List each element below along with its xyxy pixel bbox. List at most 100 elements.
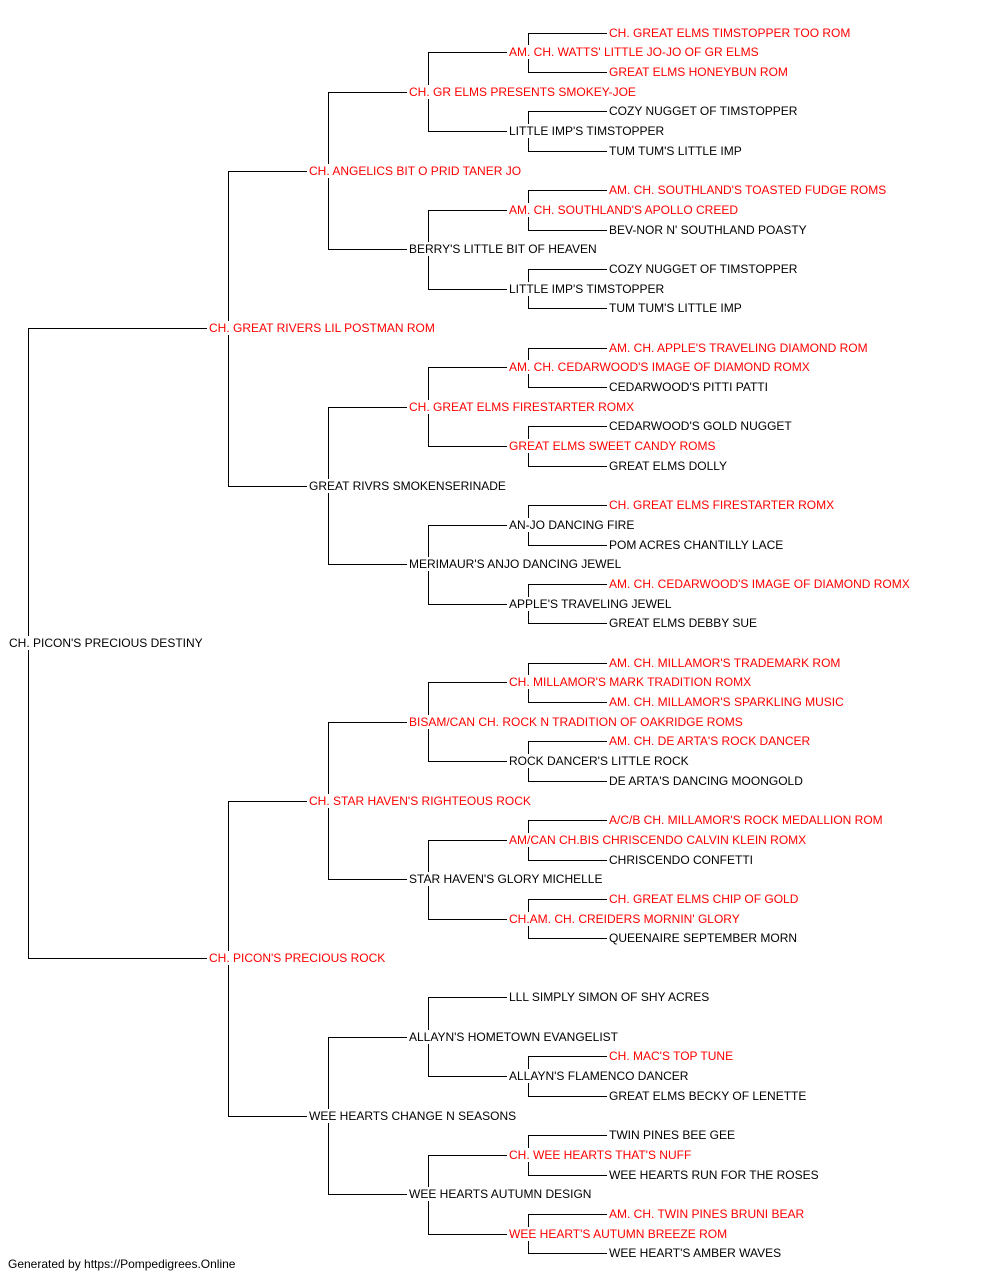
gg-grandparent-name: AM/CAN CH.BIS CHRISCENDO CALVIN KLEIN RO… xyxy=(508,832,808,847)
connector-line xyxy=(528,1253,607,1255)
ggg-grandparent-name: AM. CH. TWIN PINES BRUNI BEAR xyxy=(608,1206,806,1221)
ggg-grandparent-name: GREAT ELMS HONEYBUN ROM xyxy=(608,65,789,80)
connector-line xyxy=(528,898,607,900)
great-grandparent-name: CH. GR ELMS PRESENTS SMOKEY-JOE xyxy=(408,84,637,99)
great-grandparent-name: BISAM/CAN CH. ROCK N TRADITION OF OAKRID… xyxy=(408,714,744,729)
ggg-grandparent-name: AM. CH. DE ARTA'S ROCK DANCER xyxy=(608,734,812,749)
ggg-grandparent-name: CH. GREAT ELMS CHIP OF GOLD xyxy=(608,891,800,906)
connector-line xyxy=(428,209,507,211)
ggg-grandparent-name: AM. CH. APPLE'S TRAVELING DIAMOND ROM xyxy=(608,340,869,355)
connector-line xyxy=(528,583,607,585)
ggg-grandparent-name: BEV-NOR N' SOUTHLAND POASTY xyxy=(608,222,808,237)
connector-line xyxy=(528,702,607,704)
ggg-grandparent-name: COZY NUGGET OF TIMSTOPPER xyxy=(608,104,799,119)
connector-line xyxy=(528,623,607,625)
connector-line xyxy=(528,544,607,546)
gg-grandparent-name: APPLE'S TRAVELING JEWEL xyxy=(508,596,673,611)
connector-line xyxy=(528,111,607,113)
ggg-grandparent-name: AM. CH. MILLAMOR'S SPARKLING MUSIC xyxy=(608,695,845,710)
gg-grandparent-name: LLL SIMPLY SIMON OF SHY ACRES xyxy=(508,990,711,1005)
ggg-grandparent-name: TWIN PINES BEE GEE xyxy=(608,1128,737,1143)
connector-line xyxy=(428,52,507,54)
ggg-grandparent-name: AM. CH. CEDARWOOD'S IMAGE OF DIAMOND ROM… xyxy=(608,576,911,591)
connector-line xyxy=(228,800,307,802)
parent-name: CH. GREAT RIVERS LIL POSTMAN ROM xyxy=(208,321,436,335)
connector-line xyxy=(428,682,507,684)
connector-line xyxy=(428,1154,507,1156)
gg-grandparent-name: LITTLE IMP'S TIMSTOPPER xyxy=(508,124,666,139)
connector-line xyxy=(428,1076,507,1078)
connector-line xyxy=(528,72,607,74)
great-grandparent-name: MERIMAUR'S ANJO DANCING JEWEL xyxy=(408,557,623,572)
connector-line xyxy=(528,505,607,507)
ggg-grandparent-name: A/C/B CH. MILLAMOR'S ROCK MEDALLION ROM xyxy=(608,813,884,828)
ggg-grandparent-name: WEE HEART'S AMBER WAVES xyxy=(608,1246,783,1261)
connector-line xyxy=(528,150,607,152)
gg-grandparent-name: AM. CH. WATTS' LITTLE JO-JO OF GR ELMS xyxy=(508,45,760,60)
ggg-grandparent-name: WEE HEARTS RUN FOR THE ROSES xyxy=(608,1167,820,1182)
connector-line xyxy=(428,603,507,605)
connector-line xyxy=(328,564,407,566)
connector-line xyxy=(528,1135,607,1137)
connector-line xyxy=(528,938,607,940)
connector-line xyxy=(28,328,207,329)
gg-grandparent-name: LITTLE IMP'S TIMSTOPPER xyxy=(508,281,666,296)
great-grandparent-name: STAR HAVEN'S GLORY MICHELLE xyxy=(408,872,604,887)
connector-line xyxy=(528,859,607,861)
ggg-grandparent-name: POM ACRES CHANTILLY LACE xyxy=(608,537,785,552)
connector-line xyxy=(428,131,507,133)
gg-grandparent-name: CH. WEE HEARTS THAT'S NUFF xyxy=(508,1147,693,1162)
connector-line xyxy=(328,721,407,723)
ggg-grandparent-name: QUEENAIRE SEPTEMBER MORN xyxy=(608,931,799,946)
connector-line xyxy=(528,780,607,782)
ggg-grandparent-name: TUM TUM'S LITTLE IMP xyxy=(608,301,743,316)
connector-line xyxy=(328,1036,407,1038)
grandparent-name: GREAT RIVRS SMOKENSERINADE xyxy=(308,478,507,493)
ggg-grandparent-name: CEDARWOOD'S GOLD NUGGET xyxy=(608,419,793,434)
connector-line xyxy=(428,761,507,763)
connector-line xyxy=(228,1115,307,1117)
connector-line xyxy=(428,446,507,448)
connector-line xyxy=(528,387,607,389)
ggg-grandparent-name: AM. CH. SOUTHLAND'S TOASTED FUDGE ROMS xyxy=(608,183,888,198)
great-grandparent-name: BERRY'S LITTLE BIT OF HEAVEN xyxy=(408,242,598,257)
gg-grandparent-name: AN-JO DANCING FIRE xyxy=(508,517,636,532)
ggg-grandparent-name: CH. GREAT ELMS TIMSTOPPER TOO ROM xyxy=(608,25,852,40)
grandparent-name: WEE HEARTS CHANGE N SEASONS xyxy=(308,1108,518,1123)
connector-line xyxy=(428,524,507,526)
ggg-grandparent-name: CH. GREAT ELMS FIRESTARTER ROMX xyxy=(608,498,836,513)
grandparent-name: CH. ANGELICS BIT O PRID TANER JO xyxy=(308,163,523,178)
connector-line xyxy=(528,32,607,34)
connector-line xyxy=(528,741,607,743)
ggg-grandparent-name: AM. CH. MILLAMOR'S TRADEMARK ROM xyxy=(608,655,842,670)
connector-line xyxy=(528,229,607,231)
gg-grandparent-name: AM. CH. CEDARWOOD'S IMAGE OF DIAMOND ROM… xyxy=(508,360,811,375)
connector-line xyxy=(328,1194,407,1196)
connector-line xyxy=(528,1095,607,1097)
gg-grandparent-name: ROCK DANCER'S LITTLE ROCK xyxy=(508,754,690,769)
parent-name: CH. PICON'S PRECIOUS ROCK xyxy=(208,951,387,965)
great-grandparent-name: CH. GREAT ELMS FIRESTARTER ROMX xyxy=(408,399,636,414)
connector-line xyxy=(228,170,307,172)
connector-line xyxy=(228,485,307,487)
connector-line xyxy=(528,347,607,349)
ggg-grandparent-name: CH. MAC'S TOP TUNE xyxy=(608,1049,735,1064)
connector-line xyxy=(528,1056,607,1058)
ggg-grandparent-name: CHRISCENDO CONFETTI xyxy=(608,852,754,867)
ggg-grandparent-name: COZY NUGGET OF TIMSTOPPER xyxy=(608,261,799,276)
grandparent-name: CH. STAR HAVEN'S RIGHTEOUS ROCK xyxy=(308,793,532,808)
connector-line xyxy=(528,465,607,467)
connector-line xyxy=(28,958,207,959)
connector-line xyxy=(528,662,607,664)
connector-line xyxy=(328,879,407,881)
connector-line xyxy=(328,406,407,408)
ggg-grandparent-name: GREAT ELMS BECKY OF LENETTE xyxy=(608,1088,808,1103)
connector-line xyxy=(428,367,507,369)
gg-grandparent-name: GREAT ELMS SWEET CANDY ROMS xyxy=(508,439,717,454)
great-grandparent-name: WEE HEARTS AUTUMN DESIGN xyxy=(408,1187,593,1202)
connector-line xyxy=(328,91,407,93)
gg-grandparent-name: ALLAYN'S FLAMENCO DANCER xyxy=(508,1069,690,1084)
subject-name: CH. PICON'S PRECIOUS DESTINY xyxy=(8,636,204,650)
footer-credit: Generated by https://Pompedigrees.Online xyxy=(8,1257,236,1271)
